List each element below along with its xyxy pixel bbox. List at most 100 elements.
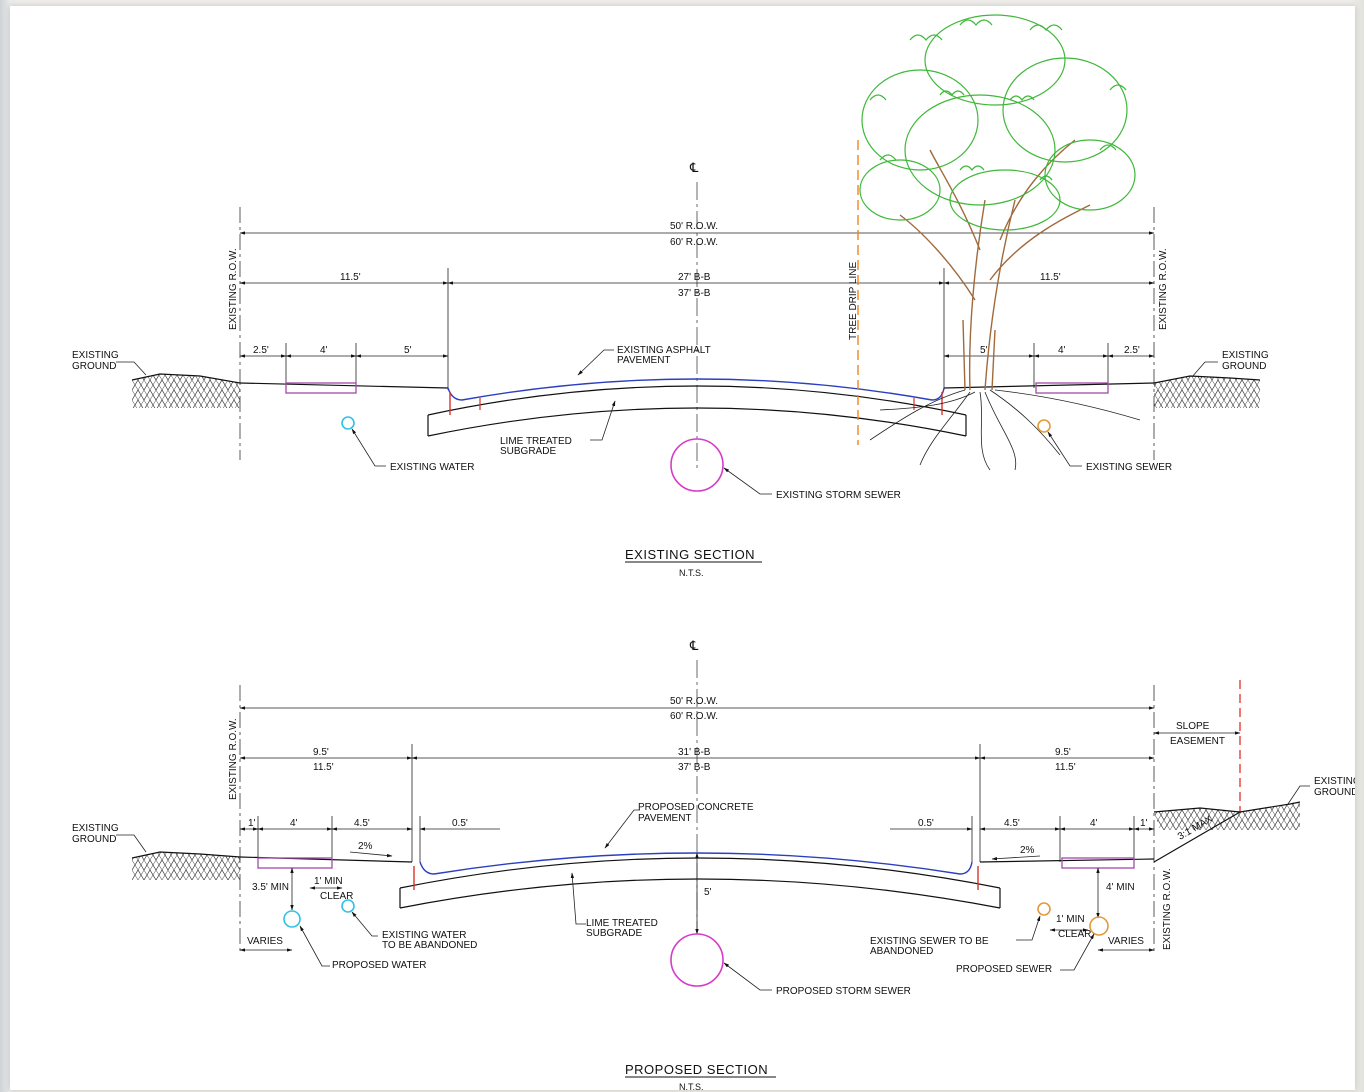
proposed-row-50: 50' R.O.W. — [670, 696, 718, 707]
proposed-min-4: 4' MIN — [1106, 882, 1135, 893]
proposed-slope-left: 2% — [358, 841, 373, 852]
existing-lime-label-2: SUBGRADE — [500, 446, 556, 457]
existing-section: ℄ EXISTING R.O.W. EXISTING R.O.W. 50' R.… — [72, 14, 1269, 578]
proposed-sewer-label: PROPOSED SEWER — [956, 964, 1052, 975]
existing-dim-right-2-5: 2.5' — [1124, 345, 1140, 356]
existing-subgrade-top — [427, 385, 967, 416]
proposed-dim-right-0-5: 0.5' — [918, 818, 934, 829]
existing-asphalt-label-2: PAVEMENT — [617, 355, 671, 366]
existing-ground-right-1: EXISTING — [1222, 350, 1269, 361]
proposed-row-60: 60' R.O.W. — [670, 711, 718, 722]
proposed-bb-37: 37' B-B — [678, 762, 711, 773]
proposed-clear-right-1: 1' MIN — [1056, 914, 1085, 925]
proposed-concrete-label-2: PAVEMENT — [638, 813, 692, 824]
existing-subgrade-bottom — [427, 407, 967, 437]
proposed-depth-5: 5' — [704, 887, 712, 898]
slope-easement-label-2: EASEMENT — [1170, 736, 1225, 747]
proposed-ground-left-1: EXISTING — [72, 823, 119, 834]
existing-centerline-symbol: ℄ — [689, 160, 699, 175]
proposed-row-label-right: EXISTING R.O.W. — [1162, 868, 1173, 950]
existing-ground-hatch-right — [1154, 376, 1260, 408]
proposed-section-scale: N.T.S. — [679, 1082, 704, 1090]
proposed-min-3-5: 3.5' MIN — [252, 882, 289, 893]
existing-sewer-to-abandon-pipe — [1037, 902, 1051, 916]
proposed-ground-hatch-left — [132, 852, 240, 880]
drawing-sheet: ℄ EXISTING R.O.W. EXISTING R.O.W. 50' R.… — [10, 6, 1355, 1090]
proposed-dim-left-1: 1' — [248, 818, 256, 829]
proposed-centerline-symbol: ℄ — [689, 638, 699, 653]
proposed-clear-left-1: 1' MIN — [314, 876, 343, 887]
existing-storm-sewer-pipe — [670, 438, 724, 492]
proposed-section-title: PROPOSED SECTION — [625, 1062, 768, 1077]
tree-drip-line-label: TREE DRIP LINE — [848, 262, 859, 340]
existing-asphalt-label-1: EXISTING ASPHALT — [617, 345, 711, 356]
existing-bb-37: 37' B-B — [678, 288, 711, 299]
existing-asphalt-pavement — [447, 378, 945, 401]
proposed-storm-sewer-label: PROPOSED STORM SEWER — [776, 986, 911, 997]
proposed-sidewalk-left — [257, 857, 333, 869]
slope-easement-label-1: SLOPE — [1176, 721, 1210, 732]
proposed-side-slope — [1153, 811, 1241, 863]
existing-row-50: 50' R.O.W. — [670, 221, 718, 232]
existing-sewer-abandon-label-2: ABANDONED — [870, 946, 933, 957]
existing-ground-right-2: GROUND — [1222, 361, 1266, 372]
proposed-dim-left-4: 4' — [290, 818, 298, 829]
existing-dim-left-5: 5' — [404, 345, 412, 356]
existing-dim-left-4: 4' — [320, 345, 328, 356]
proposed-left-11-5: 11.5' — [313, 762, 334, 773]
proposed-ground-right-1: EXISTING — [1314, 776, 1355, 787]
proposed-dim-right-4: 4' — [1090, 818, 1098, 829]
existing-water-pipe — [341, 416, 355, 430]
proposed-right-11-5: 11.5' — [1055, 762, 1076, 773]
proposed-dim-left-0-5: 0.5' — [452, 818, 468, 829]
existing-left-parkway: 11.5' — [340, 272, 361, 283]
proposed-water-label: PROPOSED WATER — [332, 960, 426, 971]
existing-sewer-label: EXISTING SEWER — [1086, 462, 1172, 473]
existing-water-to-abandon-pipe — [341, 899, 355, 913]
tree-illustration — [859, 14, 1141, 471]
existing-sewer-abandon-label-1: EXISTING SEWER TO BE — [870, 936, 989, 947]
existing-dim-right-4: 4' — [1058, 345, 1066, 356]
proposed-section: ℄ EXISTING R.O.W. EXISTING R.O.W. 50' R.… — [72, 638, 1355, 1090]
proposed-clear-right-2: CLEAR — [1058, 929, 1091, 940]
existing-row-60: 60' R.O.W. — [670, 237, 718, 248]
existing-lime-label-1: LIME TREATED — [500, 436, 572, 447]
proposed-right-9-5: 9.5' — [1055, 747, 1071, 758]
existing-water-label: EXISTING WATER — [390, 462, 474, 473]
existing-water-abandon-label-2: TO BE ABANDONED — [382, 940, 477, 951]
proposed-concrete-label-1: PROPOSED CONCRETE — [638, 802, 754, 813]
proposed-dim-right-4-5: 4.5' — [1004, 818, 1020, 829]
existing-right-parkway: 11.5' — [1040, 272, 1061, 283]
existing-ground-left-1: EXISTING — [72, 350, 119, 361]
existing-storm-sewer-label: EXISTING STORM SEWER — [776, 490, 901, 501]
existing-ground-hatch-left — [132, 374, 240, 408]
existing-sewer-pipe — [1037, 419, 1051, 433]
proposed-left-9-5: 9.5' — [313, 747, 329, 758]
proposed-subgrade-bottom — [399, 878, 1001, 909]
proposed-lime-label-1: LIME TREATED — [586, 918, 658, 929]
proposed-ground-left-2: GROUND — [72, 834, 116, 845]
existing-section-title: EXISTING SECTION — [625, 547, 755, 562]
existing-dim-left-2-5: 2.5' — [253, 345, 269, 356]
existing-row-label-right: EXISTING R.O.W. — [1158, 248, 1169, 330]
existing-sidewalk-left — [285, 382, 357, 394]
proposed-sewer-pipe — [1089, 916, 1109, 936]
proposed-bb-31: 31' B-B — [678, 747, 711, 758]
proposed-dim-right-1: 1' — [1140, 818, 1148, 829]
proposed-varies-right: VARIES — [1108, 936, 1144, 947]
proposed-water-pipe — [283, 910, 301, 928]
existing-water-abandon-label-1: EXISTING WATER — [382, 930, 466, 941]
proposed-varies-left: VARIES — [247, 936, 283, 947]
proposed-row-label-left: EXISTING R.O.W. — [228, 718, 239, 800]
typical-sections-drawing: ℄ EXISTING R.O.W. EXISTING R.O.W. 50' R.… — [72, 14, 1355, 1090]
proposed-slope-right: 2% — [1020, 845, 1035, 856]
proposed-subgrade-top — [399, 857, 1001, 889]
proposed-dim-left-4-5: 4.5' — [354, 818, 370, 829]
proposed-clear-left-2: CLEAR — [320, 891, 353, 902]
existing-dim-right-5: 5' — [980, 345, 988, 356]
existing-sidewalk-right — [1035, 382, 1109, 394]
existing-bb-27: 27' B-B — [678, 272, 711, 283]
proposed-storm-sewer-pipe — [670, 933, 724, 987]
existing-section-scale: N.T.S. — [679, 568, 704, 578]
proposed-lime-label-2: SUBGRADE — [586, 928, 642, 939]
